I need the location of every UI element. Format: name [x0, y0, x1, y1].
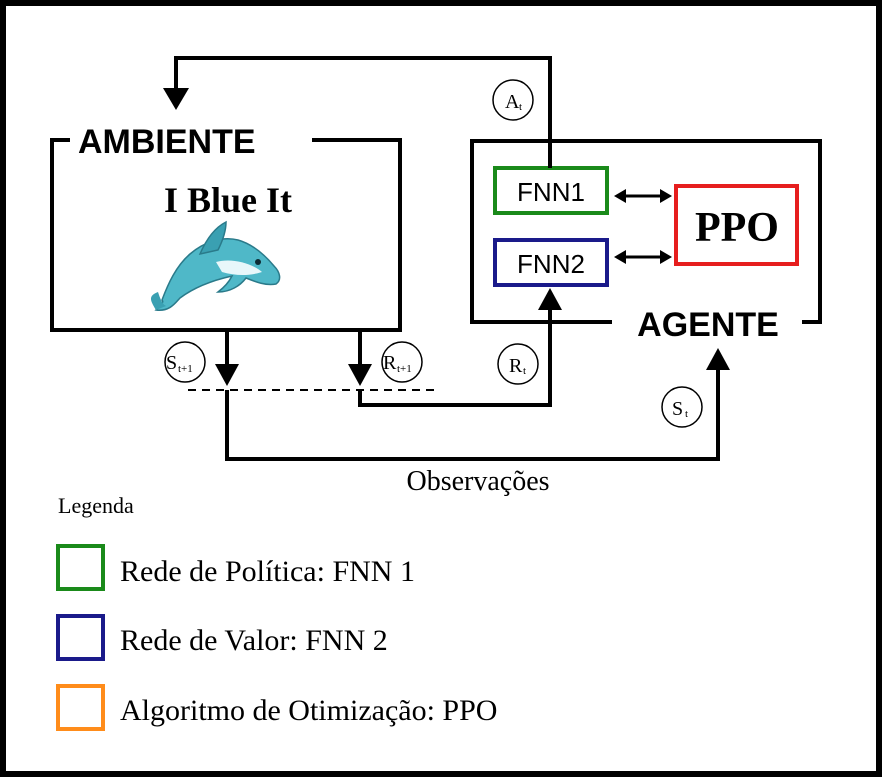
- diagram-canvas: AMBIENTE I Blue It AGENTE FNN1 FNN2 PPO: [6, 6, 876, 771]
- dolphin-icon: [151, 220, 281, 311]
- legend-title: Legenda: [58, 493, 134, 518]
- next-reward-sub: t+1: [397, 363, 412, 375]
- fnn1-ppo-arrow: [614, 189, 672, 203]
- diagram-svg: AMBIENTE I Blue It AGENTE FNN1 FNN2 PPO: [50, 56, 822, 731]
- fnn2-ppo-arrow: [614, 250, 672, 264]
- next-reward-signal: R t+1: [381, 341, 423, 383]
- agente-box: AGENTE: [470, 139, 822, 344]
- state-sub: t: [685, 408, 688, 420]
- state-base: S: [672, 398, 683, 420]
- reward-sub: t: [523, 365, 526, 377]
- next-state-base: S: [166, 352, 177, 374]
- legend-swatch-blue: [56, 614, 105, 661]
- next-state-sub: t+1: [178, 363, 193, 375]
- legend-item-value: Rede de Valor: FNN 2: [56, 614, 388, 661]
- legend-swatch-green: [56, 544, 105, 591]
- ambiente-title: AMBIENTE: [78, 123, 256, 161]
- state-signal: S t: [661, 386, 703, 428]
- fnn1-label: FNN1: [517, 177, 585, 207]
- reward-arrow: [358, 288, 562, 407]
- action-base: A: [505, 91, 520, 113]
- next-state-arrow: [215, 330, 239, 386]
- legend-label-optimization: Algoritmo de Otimização: PPO: [120, 694, 497, 727]
- observations-label: Observações: [406, 466, 549, 497]
- action-sub: t: [519, 101, 522, 113]
- next-reward-arrow: [348, 330, 372, 386]
- legend-label-policy: Rede de Política: FNN 1: [120, 555, 415, 588]
- reward-base: R: [509, 355, 523, 377]
- fnn2-label: FNN2: [517, 249, 585, 279]
- action-arrow: [163, 56, 552, 168]
- ambiente-box: AMBIENTE I Blue It: [50, 123, 402, 332]
- next-state-signal: S t+1: [164, 341, 206, 383]
- agente-title: AGENTE: [637, 306, 779, 344]
- observation-arrow: [225, 348, 730, 461]
- fnn2-box: FNN2: [493, 238, 609, 287]
- game-title: I Blue It: [164, 180, 292, 220]
- ppo-label: PPO: [695, 205, 779, 251]
- ppo-box: PPO: [674, 184, 799, 266]
- fnn1-box: FNN1: [493, 166, 609, 215]
- legend-label-value: Rede de Valor: FNN 2: [120, 624, 388, 657]
- legend: Legenda Rede de Política: FNN 1 Rede de …: [56, 493, 497, 731]
- legend-swatch-orange: [56, 684, 105, 731]
- next-reward-base: R: [383, 352, 397, 374]
- reward-signal: R t: [497, 343, 539, 385]
- action-signal: A t: [492, 79, 534, 121]
- legend-item-optimization: Algoritmo de Otimização: PPO: [56, 684, 497, 731]
- legend-item-policy: Rede de Política: FNN 1: [56, 544, 415, 591]
